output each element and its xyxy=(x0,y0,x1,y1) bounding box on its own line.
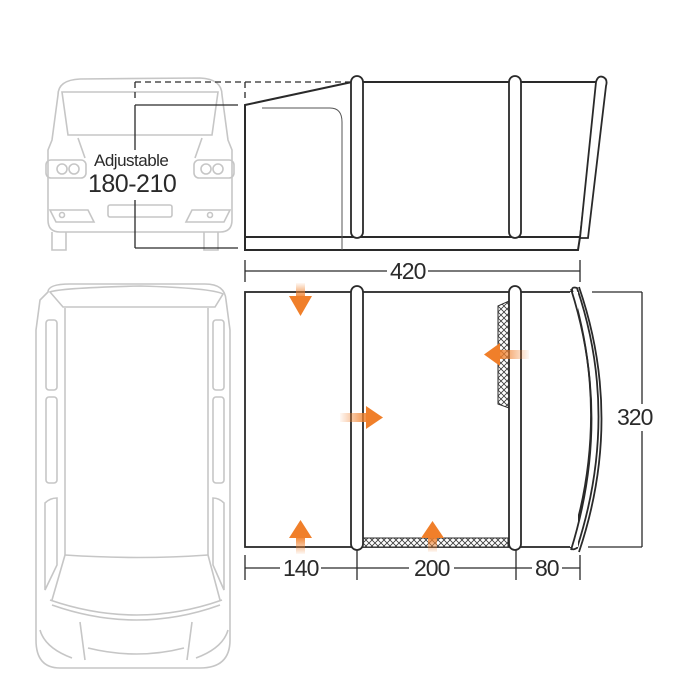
arrow-left-icon xyxy=(484,343,529,366)
arrow-up-icon xyxy=(289,520,312,554)
door-arrows xyxy=(289,283,529,554)
arrow-right-icon xyxy=(340,406,383,429)
van-plan-view xyxy=(35,283,231,669)
front-pole-1 xyxy=(350,75,364,239)
awning-front-elevation xyxy=(134,75,608,251)
front-pole-3 xyxy=(579,75,608,239)
section-2-width: 200 xyxy=(409,557,455,580)
total-length-value: 420 xyxy=(387,260,429,283)
section-1-width: 140 xyxy=(280,557,322,580)
front-pole-2 xyxy=(508,75,522,239)
arrow-up-icon xyxy=(421,521,444,552)
height-label: Adjustable xyxy=(94,151,169,170)
van-front-view xyxy=(45,77,235,251)
awning-plan-view xyxy=(244,285,603,553)
plan-pole-2 xyxy=(508,285,522,551)
depth-value: 320 xyxy=(617,404,653,431)
height-range: 180-210 xyxy=(88,170,177,198)
section-3-width: 80 xyxy=(532,557,562,580)
arrow-down-icon xyxy=(289,283,312,316)
